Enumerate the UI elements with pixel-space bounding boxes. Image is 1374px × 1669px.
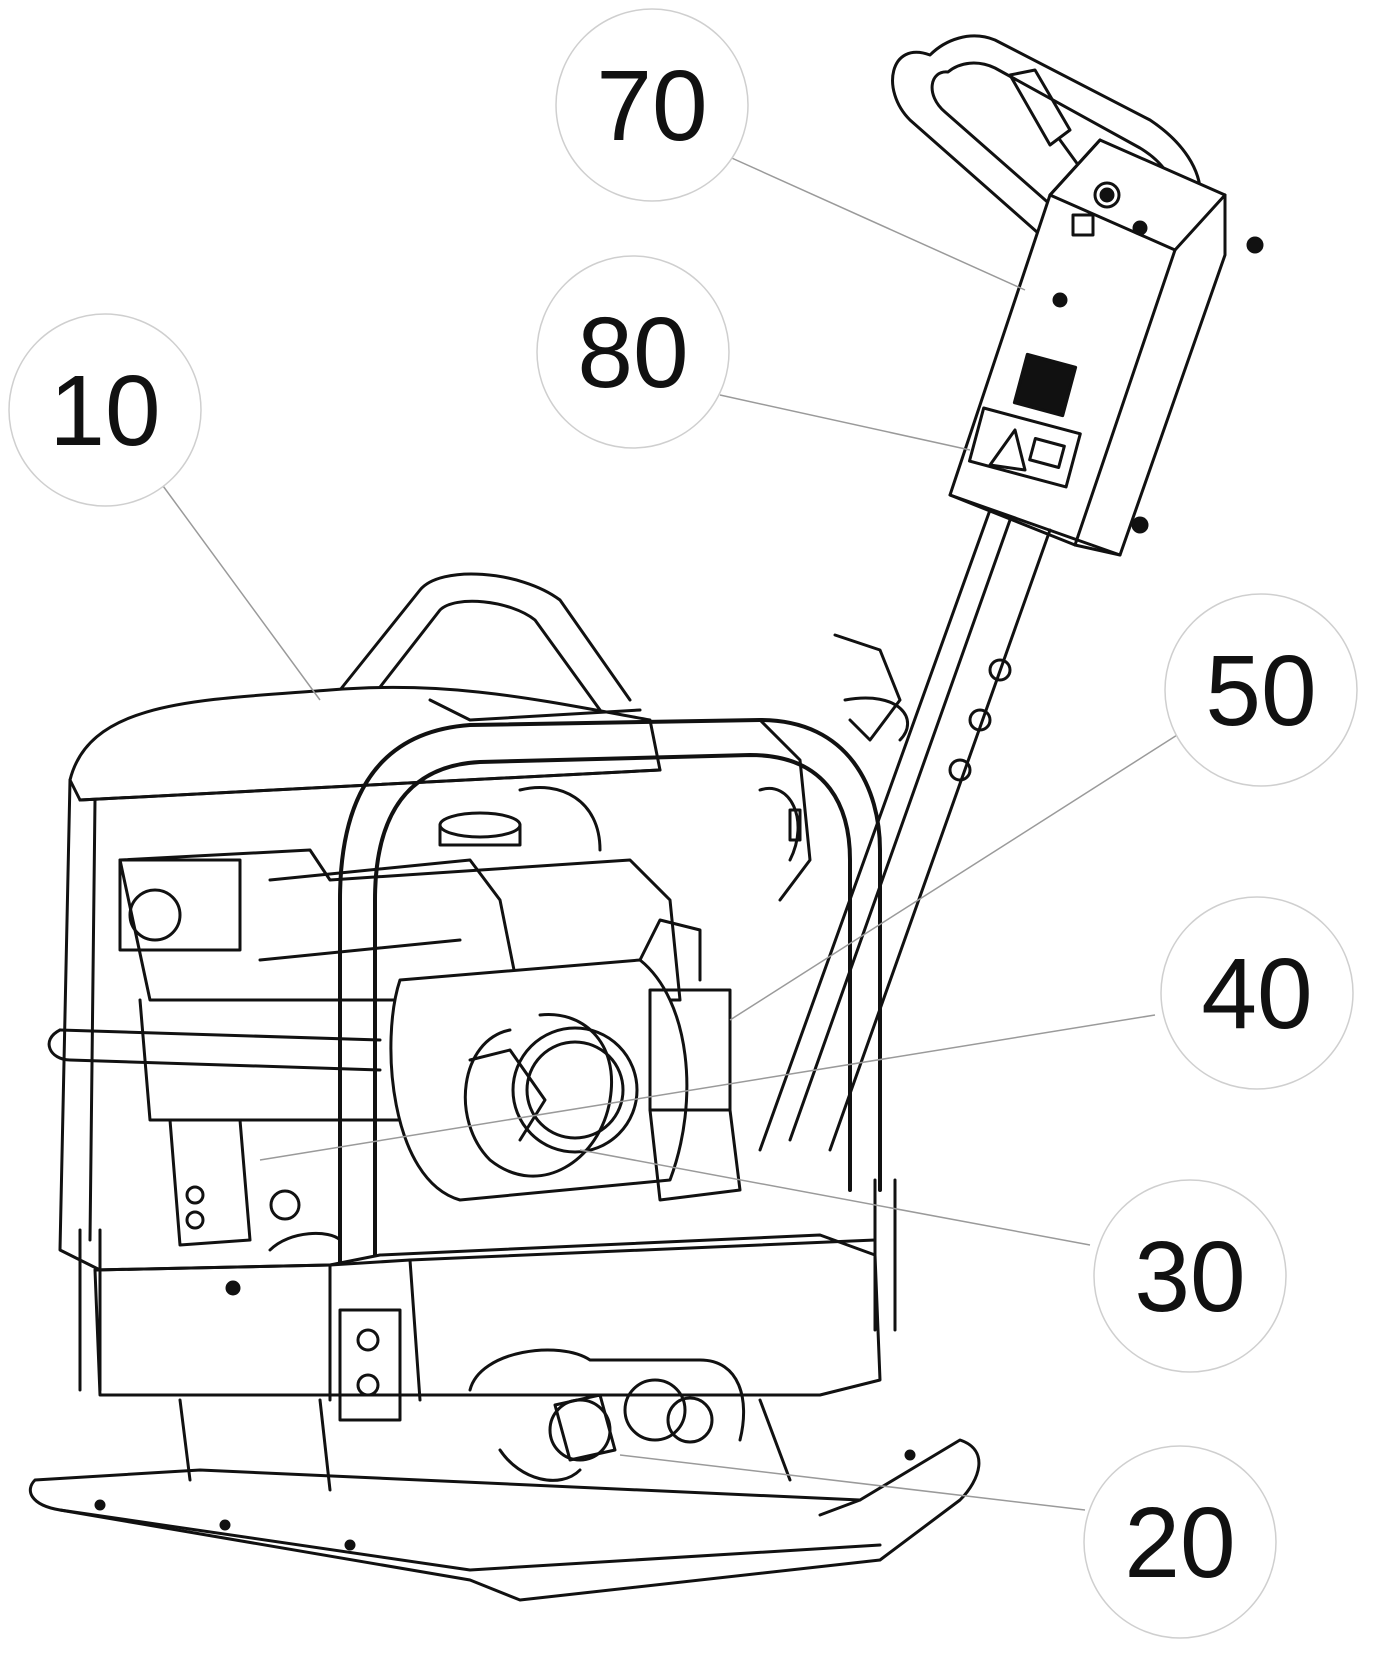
leader-line-80 — [719, 394, 971, 451]
leader-line-30 — [579, 1149, 1091, 1246]
callout-label-30: 30 — [1134, 1221, 1245, 1333]
callout-20: 20 — [1083, 1445, 1277, 1639]
callout-group: 10 20 30 40 50 70 80 — [8, 8, 1358, 1639]
leader-line-10 — [154, 474, 321, 701]
leader-lines — [154, 154, 1186, 1511]
callout-70: 70 — [555, 8, 749, 202]
recoil-starter — [389, 918, 742, 1202]
callout-label-50: 50 — [1205, 635, 1316, 747]
callout-label-20: 20 — [1124, 1487, 1235, 1599]
callout-label-80: 80 — [577, 297, 688, 409]
callout-label-40: 40 — [1201, 938, 1312, 1050]
leader-line-50 — [729, 729, 1186, 1021]
callout-40: 40 — [1160, 896, 1354, 1090]
callout-30: 30 — [1093, 1179, 1287, 1373]
callout-label-70: 70 — [596, 50, 707, 162]
callout-10: 10 — [8, 313, 202, 507]
leader-line-20 — [619, 1454, 1086, 1511]
engine-cover — [58, 685, 662, 1272]
leader-line-70 — [724, 154, 1026, 291]
base-housing — [78, 1118, 897, 1422]
front-frame-bow — [338, 718, 882, 1292]
handle-tube — [758, 508, 1052, 1152]
handle-control-box — [948, 138, 1264, 557]
machine-illustration — [28, 34, 1264, 1602]
callout-50: 50 — [1164, 593, 1358, 787]
rear-frame-arch — [338, 572, 632, 712]
callout-label-10: 10 — [49, 355, 160, 467]
engine-block — [47, 786, 682, 1122]
leader-line-40 — [259, 1014, 1156, 1161]
callout-80: 80 — [536, 255, 730, 449]
base-plate — [28, 1398, 981, 1602]
